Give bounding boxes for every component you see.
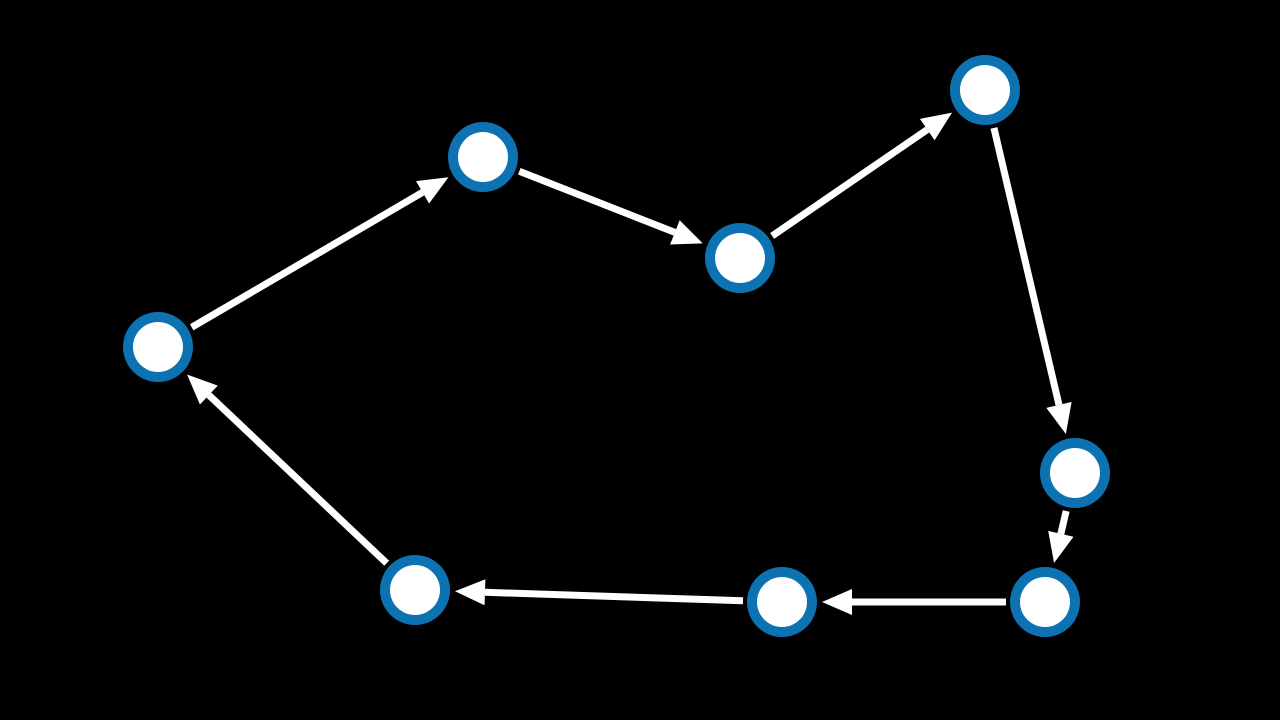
node-bottom-left[interactable] [380, 555, 450, 625]
node-upper-left-core [458, 132, 508, 182]
edge-E-to-F-line [1057, 510, 1070, 535]
edge-G-to-H-line [484, 588, 744, 605]
edge-E-to-F[interactable] [1048, 510, 1074, 564]
node-bottom-right[interactable] [1010, 567, 1080, 637]
node-bottom-right-core [1020, 577, 1070, 627]
node-left[interactable] [123, 312, 193, 382]
edge-A-to-B-arrowhead-icon [416, 177, 449, 204]
edge-H-to-A[interactable] [187, 374, 390, 566]
edge-H-to-A-line [206, 392, 390, 566]
edge-A-to-B[interactable] [189, 177, 449, 331]
edge-B-to-C-arrowhead-icon [670, 220, 703, 245]
edge-B-to-C-line [518, 168, 677, 236]
edge-E-to-F-arrowhead-icon [1048, 530, 1074, 564]
node-right[interactable] [1040, 438, 1110, 508]
node-left-core [133, 322, 183, 372]
node-bottom-left-core [390, 565, 440, 615]
node-center[interactable] [705, 223, 775, 293]
edge-D-to-E-line [990, 127, 1063, 406]
nodes-layer [123, 55, 1110, 637]
node-bottom-mid[interactable] [747, 567, 817, 637]
edge-G-to-H[interactable] [454, 579, 744, 606]
node-top-right-core [960, 65, 1010, 115]
edge-H-to-A-arrowhead-icon [187, 374, 218, 405]
edge-C-to-D[interactable] [770, 112, 953, 239]
edge-A-to-B-line [189, 189, 425, 331]
node-right-core [1050, 448, 1100, 498]
edge-C-to-D-arrowhead-icon [919, 112, 953, 141]
edge-F-to-G[interactable] [822, 589, 1006, 615]
node-upper-left[interactable] [448, 122, 518, 192]
edge-C-to-D-line [770, 126, 930, 239]
edge-F-to-G-arrowhead-icon [822, 589, 852, 615]
edge-B-to-C[interactable] [518, 168, 703, 245]
edge-G-to-H-arrowhead-icon [454, 579, 486, 606]
edge-D-to-E-arrowhead-icon [1046, 401, 1072, 435]
node-bottom-mid-core [757, 577, 807, 627]
edges-layer [187, 112, 1074, 615]
node-top-right[interactable] [950, 55, 1020, 125]
edge-D-to-E[interactable] [990, 127, 1072, 435]
node-center-core [715, 233, 765, 283]
